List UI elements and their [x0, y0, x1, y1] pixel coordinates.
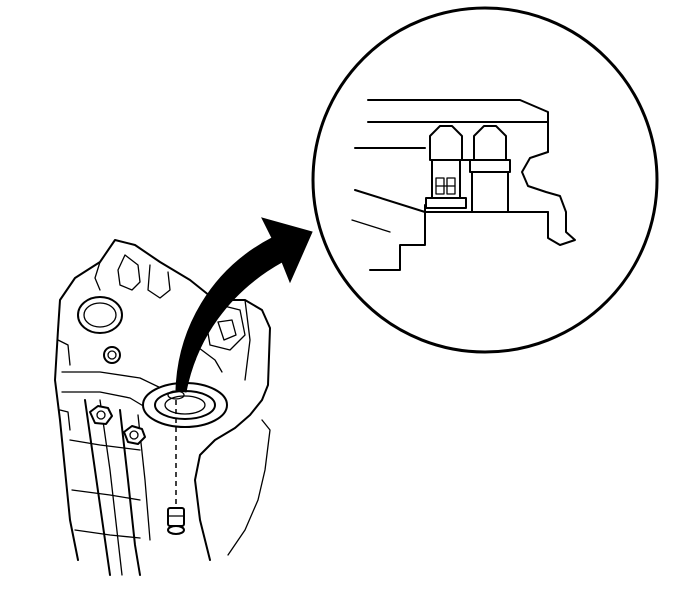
detail-section-view — [351, 99, 576, 271]
callout-arrow — [175, 217, 313, 393]
detail-magnifier — [311, 6, 659, 354]
valve-part — [167, 507, 185, 535]
housing-bolts — [89, 346, 146, 445]
check-valve-pin — [425, 125, 467, 209]
bolt-head — [103, 346, 121, 364]
port-plug — [77, 296, 123, 334]
bolt-head — [89, 405, 113, 425]
bolt-head — [123, 425, 146, 445]
transmission-housing — [54, 239, 271, 576]
seat-pin — [469, 125, 511, 213]
